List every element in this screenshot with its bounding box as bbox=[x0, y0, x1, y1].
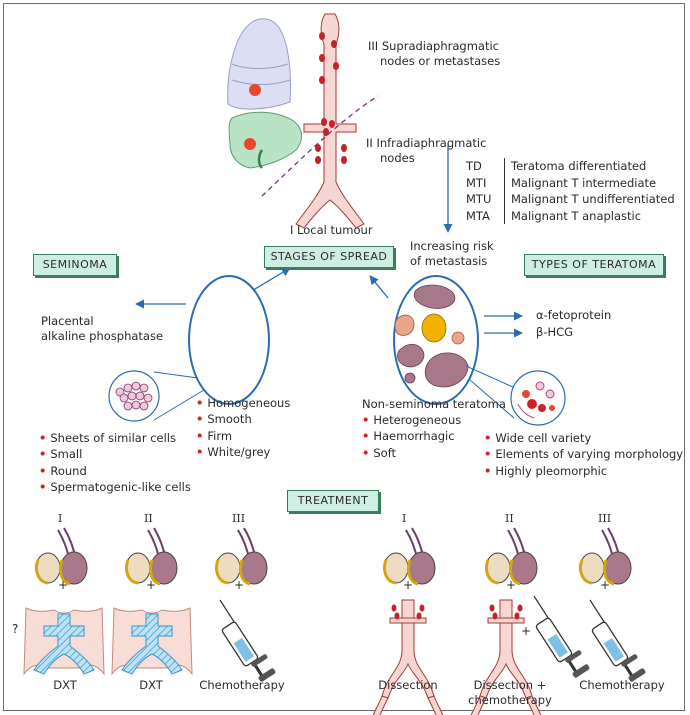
treatment-caption-2: chemotherapy bbox=[468, 693, 552, 707]
treatment-caption: Dissection bbox=[378, 678, 438, 692]
hcg-marker: β-HCG bbox=[536, 325, 574, 339]
stage3-label: III Supradiaphragmatic bbox=[368, 39, 499, 53]
seminoma-micro-list: Sheets of similar cells Small Round Sper… bbox=[39, 430, 190, 495]
treatment-caption: Dissection + bbox=[473, 678, 547, 692]
stage3-label-2: nodes or metastases bbox=[380, 54, 501, 68]
teratoma-micrograph bbox=[510, 370, 566, 426]
liver-illustration bbox=[228, 111, 302, 169]
treatment-stage-label: III bbox=[598, 512, 612, 525]
lung-metastasis-icon bbox=[249, 84, 261, 96]
risk-label-2: of metastasis bbox=[410, 254, 488, 268]
plus-sign: + bbox=[506, 578, 517, 592]
plus-sign: + bbox=[600, 578, 611, 592]
plus-sign: + bbox=[58, 578, 69, 592]
seminoma-testis bbox=[188, 275, 270, 405]
seminoma-gross-list: Homogeneous Smooth Firm White/grey bbox=[196, 395, 290, 460]
treatment-teratoma-stage3 bbox=[578, 526, 648, 684]
stages-of-spread-box: STAGES OF SPREAD bbox=[264, 246, 394, 268]
question-mark: ? bbox=[12, 622, 19, 636]
diaphragm-line bbox=[261, 95, 379, 197]
placental-marker: Placental bbox=[41, 314, 94, 328]
stage1-label: I Local tumour bbox=[290, 223, 373, 237]
stage2-label-2: nodes bbox=[380, 151, 415, 165]
teratoma-testis bbox=[393, 275, 479, 405]
stage2-label: II Infradiaphragmatic bbox=[366, 136, 487, 150]
figure-frame bbox=[3, 3, 685, 711]
lymphatic-vessel-illustration bbox=[261, 13, 379, 229]
treatment-stage-label: II bbox=[505, 512, 514, 525]
plus-sign: + bbox=[521, 624, 532, 638]
treatment-seminoma-stage1 bbox=[23, 526, 105, 675]
treatment-caption: DXT bbox=[53, 678, 77, 692]
plus-sign: + bbox=[234, 578, 245, 592]
seminoma-micrograph bbox=[108, 370, 160, 422]
treatment-stage-label: I bbox=[402, 512, 407, 525]
teratoma-title: Non-seminoma teratoma bbox=[362, 397, 506, 411]
afp-marker: α-fetoprotein bbox=[536, 308, 612, 322]
treatment-caption: Chemotherapy bbox=[579, 678, 665, 692]
treatment-seminoma-stage3 bbox=[214, 526, 278, 684]
treatment-stage-label: II bbox=[144, 512, 153, 525]
treatment-box: TREATMENT bbox=[287, 490, 379, 512]
risk-label: Increasing risk bbox=[410, 239, 494, 253]
liver-metastasis-icon bbox=[244, 138, 256, 150]
teratoma-gross-list: Heterogeneous Haemorrhagic Soft bbox=[362, 412, 461, 461]
placental-marker-2: alkaline phosphatase bbox=[41, 329, 164, 343]
plus-sign: + bbox=[146, 578, 157, 592]
plus-sign: + bbox=[403, 578, 414, 592]
teratoma-spread-arrow bbox=[369, 275, 389, 299]
treatment-caption: DXT bbox=[139, 678, 163, 692]
types-of-teratoma-box: TYPES OF TERATOMA bbox=[524, 254, 664, 276]
treatment-caption: Chemotherapy bbox=[199, 678, 285, 692]
seminoma-spread-arrow bbox=[249, 267, 291, 293]
treatment-stage-label: III bbox=[232, 512, 246, 525]
lung-illustration bbox=[227, 18, 291, 110]
treatment-seminoma-stage2 bbox=[111, 526, 193, 675]
seminoma-box: SEMINOMA bbox=[33, 254, 117, 276]
treatment-stage-label: I bbox=[58, 512, 63, 525]
teratoma-micro-list: Wide cell variety Elements of varying mo… bbox=[484, 430, 683, 479]
